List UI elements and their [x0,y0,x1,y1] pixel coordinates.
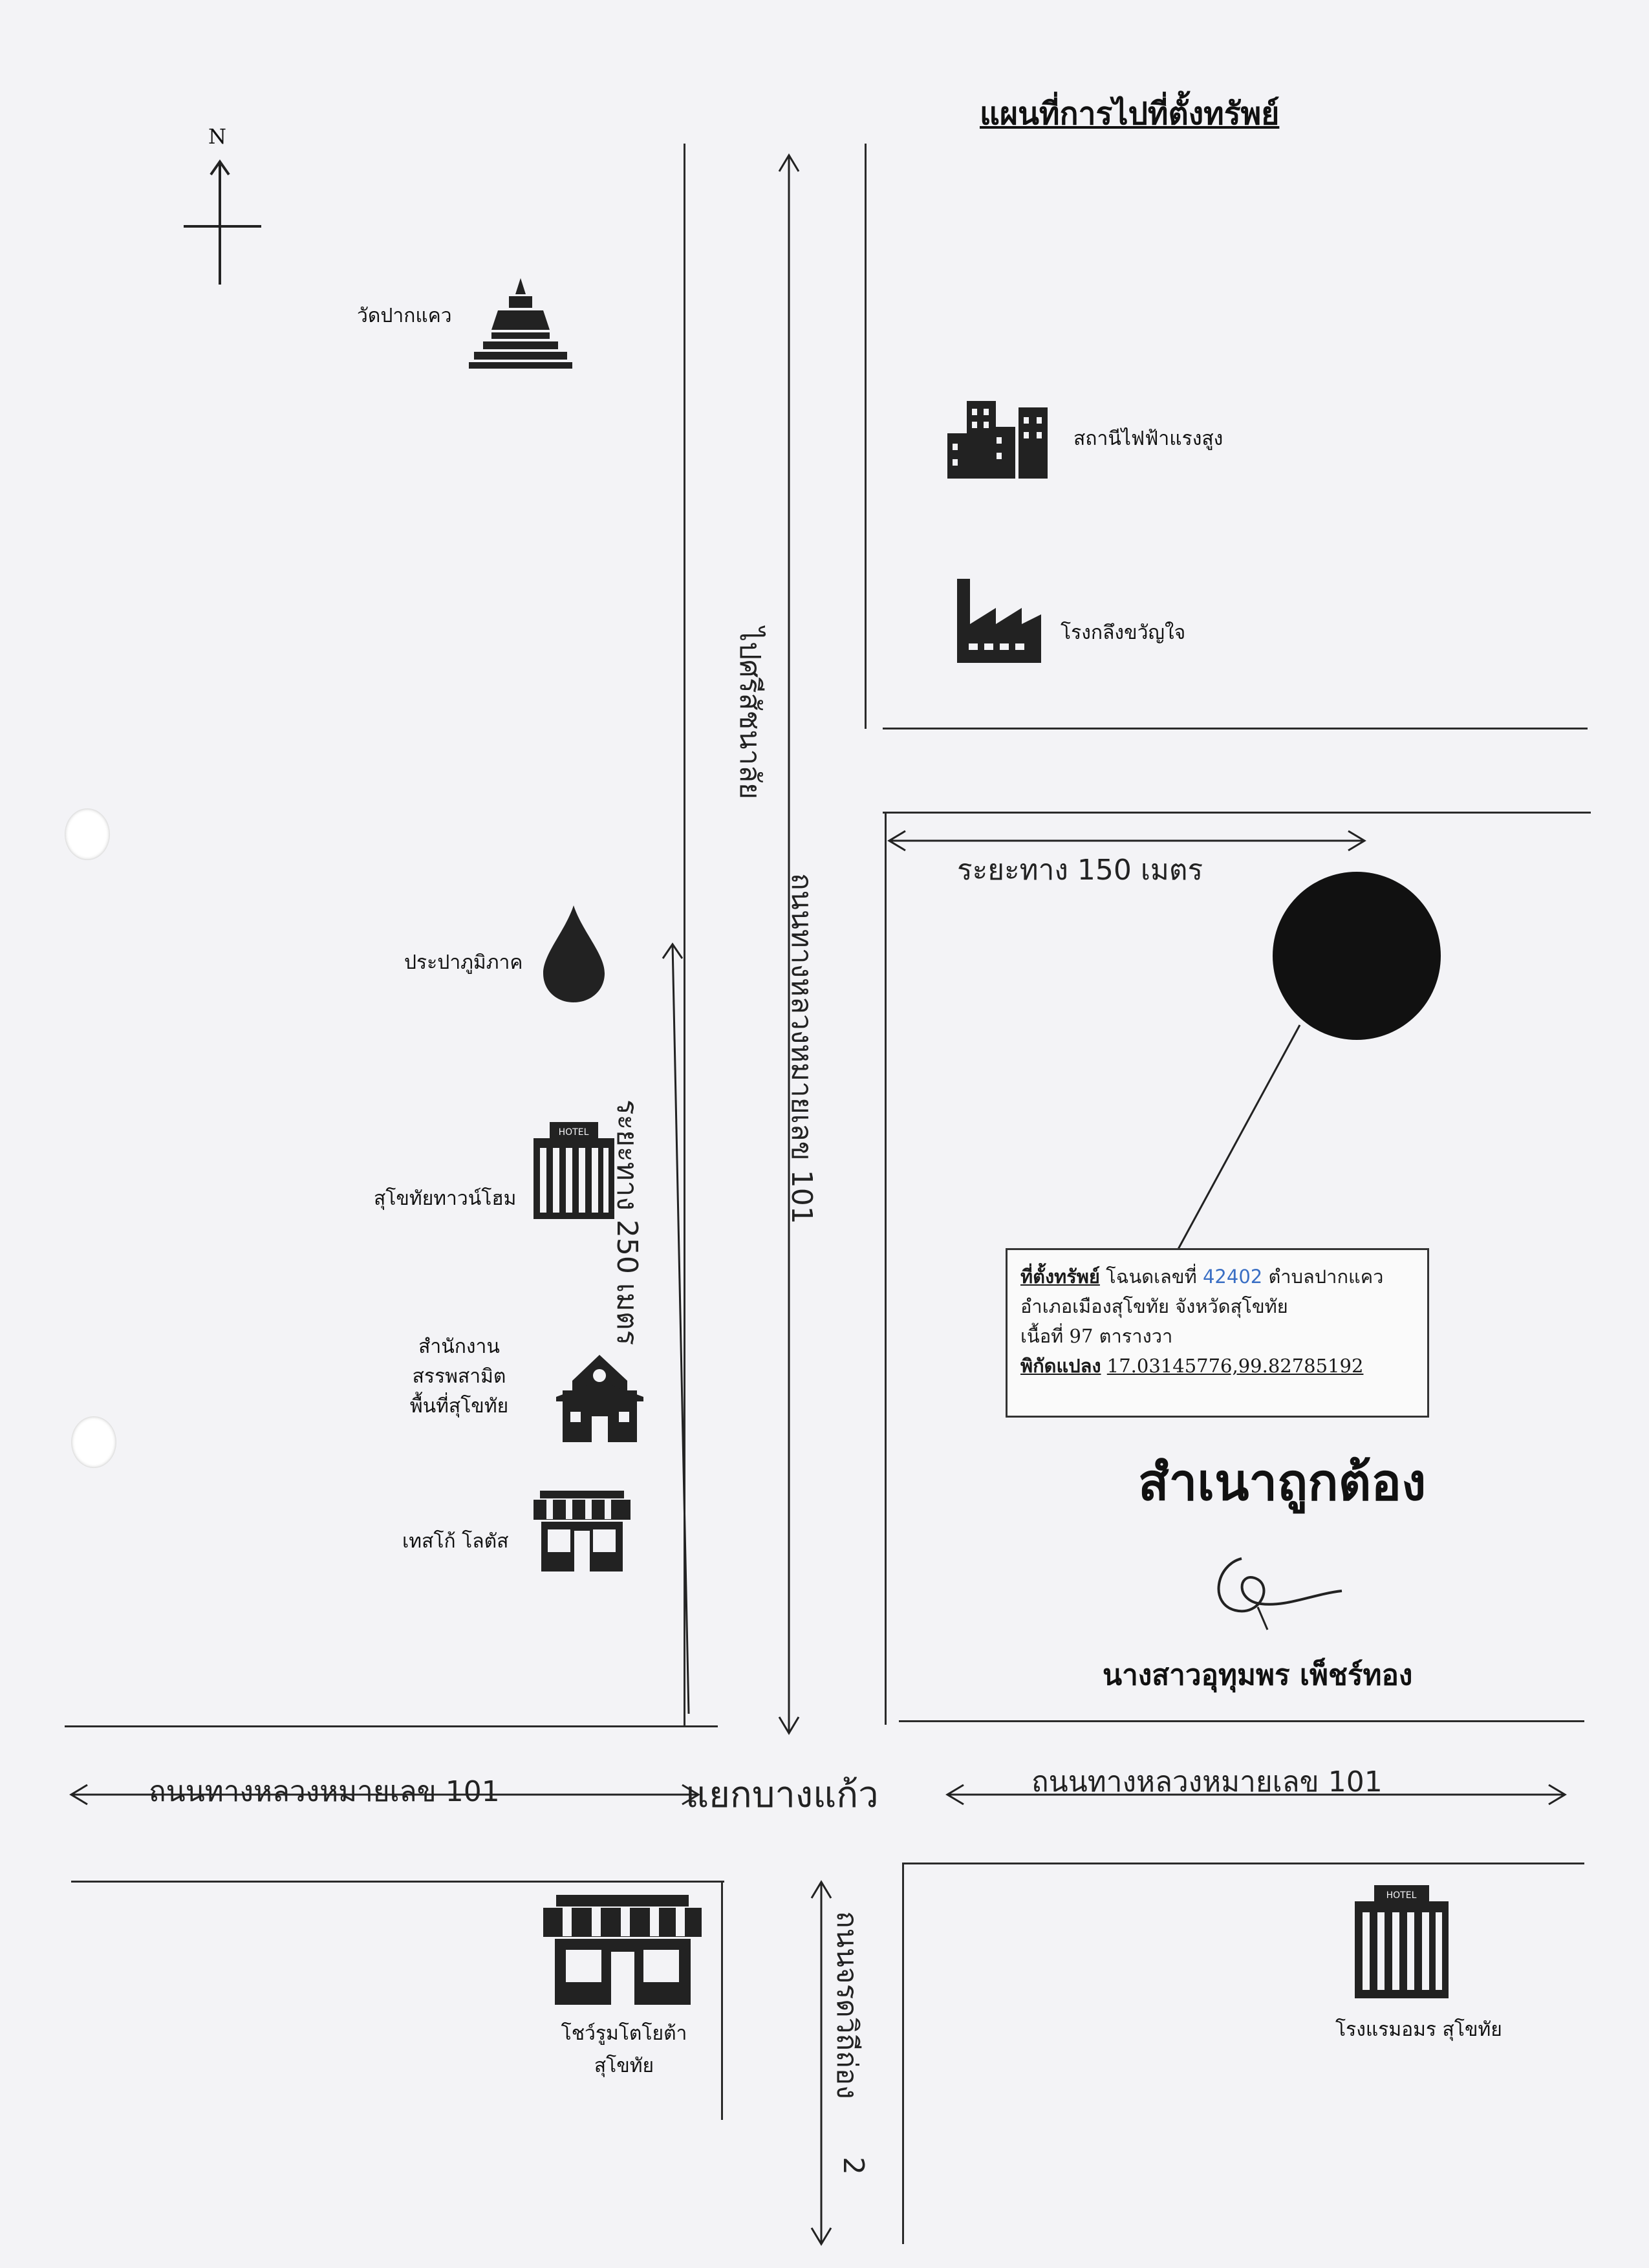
distance-arrow-horizontal [887,830,1366,852]
junction-label: แยกบางแก้ว [685,1774,879,1816]
road-label-south: ถนนจรดวิถีถ่อง [830,1911,863,2099]
landmark-wat-label: วัดปากแคว [357,305,452,327]
punch-hole [71,1416,116,1468]
road-edge [902,1863,1584,1864]
road-arrow-west [69,1784,700,1806]
road-edge [721,1881,723,2120]
property-district: อำเภอเมืองสุโขทัย จังหวัดสุโขทัย [1020,1295,1288,1317]
road-label-hw101-west: ถนนทางหลวงหมายเลข 101 [149,1775,500,1808]
certified-copy-stamp: สำเนาถูกต้อง [1138,1454,1427,1512]
landmark-waterworks-label: ประปาภูมิภาค [404,951,523,974]
landmark-showroom-label: โชว์รูมโตโยต้า สุโขทัย [540,2018,708,2082]
landmark-hotel-label: โรงแรมอมร สุโขทัย [1335,2018,1502,2041]
property-area: เนื้อที่ 97 ตารางวา [1020,1325,1173,1347]
road-arrow-east [945,1784,1567,1806]
deed-number: 42402 [1202,1266,1263,1288]
landmark-excise-label-3: พื้นที่สุโขทัย [409,1395,509,1418]
road-label-south-mark: 2 [837,2157,870,2175]
road-label-to-sri-satchanalai: ไปศรีสัชนาลัย [733,627,766,799]
landmark-townhome-label: สุโขทัยทาวน์โฮม [374,1187,517,1210]
property-info-box: ที่ตั้งทรัพย์ โฉนดเลขที่ 42402 ตำบลปากแค… [1006,1248,1429,1418]
svg-text:HOTEL: HOTEL [559,1127,589,1138]
building-icon [947,401,1048,479]
road-edge [65,1725,718,1727]
hotel-icon: HOTEL [1355,1885,1449,1998]
hotel-icon: HOTEL [534,1122,614,1219]
punch-hole [65,808,110,860]
temple-icon [469,278,572,369]
road-label-hw101-vertical: ถนนทางหลวงหมายเลข 101 [785,873,818,1224]
landmark-tesco-label: เทสโก้ โลตัส [402,1530,509,1553]
landmark-excise-label-1: สำนักงาน [418,1335,500,1358]
road-edge [902,1863,904,2244]
property-pointer-line [1176,1024,1301,1252]
road-edge [899,1720,1584,1722]
road-edge [684,144,685,1725]
deed-label: โฉนดเลขที่ [1106,1266,1197,1288]
office-icon [556,1355,643,1442]
road-arrow-vertical [778,153,800,1735]
svg-text:HOTEL: HOTEL [1386,1890,1417,1901]
landmark-excise-label-2: สรรพสามิต [412,1365,506,1388]
water-drop-icon [543,905,605,1002]
road-edge [883,812,1591,814]
map-title: แผนที่การไปที่ตั้งทรัพย์ [980,96,1280,132]
coordinates-value: 17.03145776,99.82785192 [1106,1355,1364,1377]
distance-arrow-vertical [662,942,690,1714]
factory-icon [957,579,1041,663]
signer-name: นางสาวอุทุมพร เพ็ชร์ทอง [1103,1659,1413,1692]
coordinates-label: พิกัดแปลง [1020,1355,1101,1377]
showroom-icon [543,1895,702,2005]
property-info-line-1: ที่ตั้งทรัพย์ โฉนดเลขที่ 42402 ตำบลปากแค… [1020,1262,1414,1291]
shop-icon [534,1491,630,1571]
road-arrow-south [810,1880,832,2246]
property-label: ที่ตั้งทรัพย์ [1020,1266,1100,1288]
landmark-mill-label: โรงกลึงขวัญใจ [1061,621,1186,644]
road-edge [885,812,887,1725]
landmark-substation-label: สถานีไฟฟ้าแรงสูง [1073,427,1223,450]
road-edge [71,1881,724,1883]
landmark-showroom-label-2: สุโขทัย [594,2055,654,2077]
distance-label-horizontal: ระยะทาง 150 เมตร [957,854,1203,887]
road-edge [883,728,1588,729]
landmark-excise-label: สำนักงาน สรรพสามิต พื้นที่สุโขทัย [394,1332,524,1421]
subdistrict-label: ตำบลปากแคว [1268,1266,1384,1288]
property-marker-icon [1273,872,1441,1040]
road-label-hw101-east: ถนนทางหลวงหมายเลข 101 [1031,1766,1383,1798]
road-edge [865,144,867,729]
north-label: N [208,124,226,149]
signature-icon [1217,1557,1342,1630]
property-coordinates-line: พิกัดแปลง 17.03145776,99.82785192 [1020,1351,1414,1381]
north-arrow-icon [184,159,261,285]
landmark-showroom-label-1: โชว์รูมโตโยต้า [561,2022,687,2045]
